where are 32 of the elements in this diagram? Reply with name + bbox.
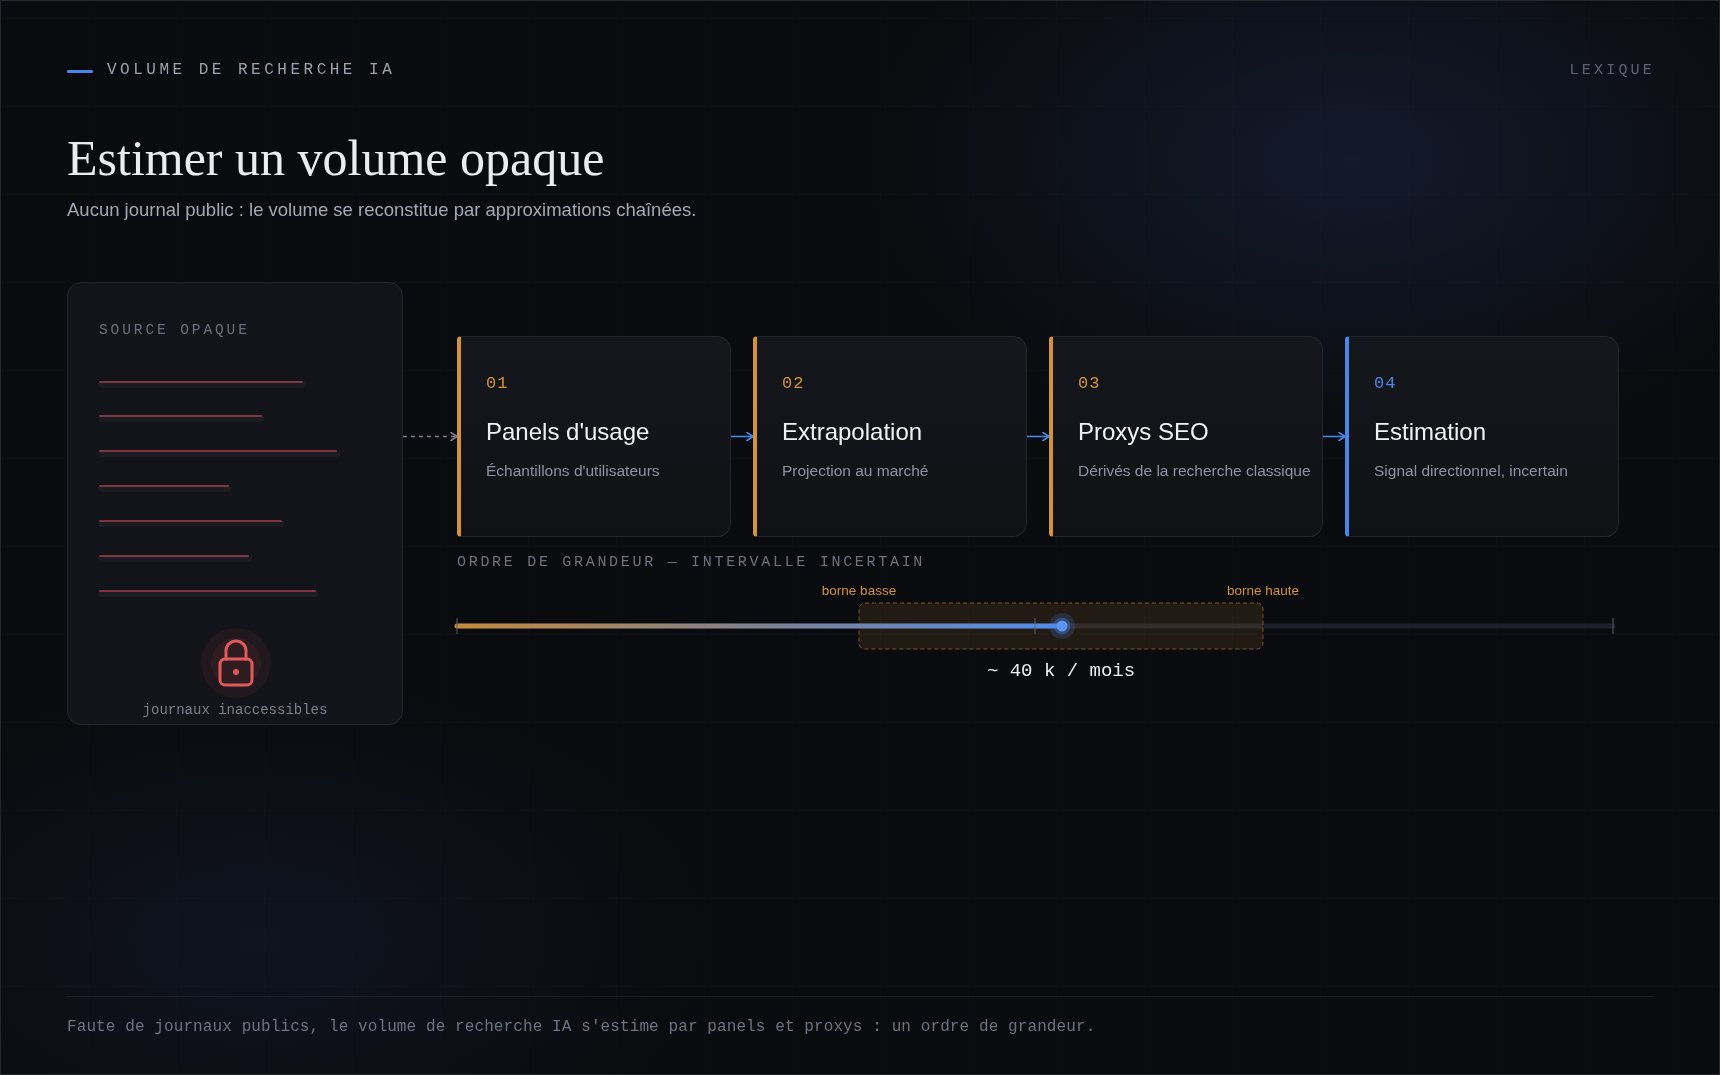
step-card <box>1345 336 1619 537</box>
step-number: 01 <box>486 373 509 395</box>
arrow <box>402 431 458 442</box>
caption: Faute de journaux publics, le volume de recherche IA s'estime par panels et proxys : un ordre de grandeur. <box>67 1017 1096 1037</box>
subtitle: Aucun journal public : le volume se reconstitue par approximations chaînées. <box>67 199 697 221</box>
step-card <box>753 336 1027 537</box>
arrow <box>1322 431 1346 442</box>
step-description: Dérivés de la recherche classique <box>1078 461 1311 481</box>
step-title: Proxys SEO <box>1078 417 1209 447</box>
step-description: Signal directionnel, incertain <box>1374 461 1568 481</box>
panel-caption: journaux inaccessibles <box>142 702 328 718</box>
step-number: 02 <box>782 373 805 395</box>
range-bound-label: borne basse <box>821 583 897 599</box>
title: Estimer un volume opaque <box>67 130 605 186</box>
nav-label: LEXIQUE <box>1569 62 1655 80</box>
step-card <box>457 336 731 537</box>
arrow <box>1026 431 1050 442</box>
section-label: ORDRE DE GRANDEUR — INTERVALLE INCERTAIN <box>457 554 926 572</box>
step-number: 03 <box>1078 373 1101 395</box>
panel-label: SOURCE OPAQUE <box>99 321 250 339</box>
step-description: Échantillons d'utilisateurs <box>486 461 660 481</box>
step-description: Projection au marché <box>782 461 929 481</box>
range-bound-label: borne haute <box>1226 583 1300 599</box>
step-number: 04 <box>1374 373 1397 395</box>
eyebrow-label: VOLUME DE RECHERCHE IA <box>107 61 396 80</box>
arrow <box>730 431 754 442</box>
step-title: Extrapolation <box>782 417 923 447</box>
estimate-value: ~ 40 k / mois <box>986 660 1136 683</box>
step-title: Estimation <box>1374 417 1487 447</box>
source-panel <box>67 282 403 725</box>
step-card <box>1049 336 1323 537</box>
step-title: Panels d'usage <box>486 417 650 447</box>
